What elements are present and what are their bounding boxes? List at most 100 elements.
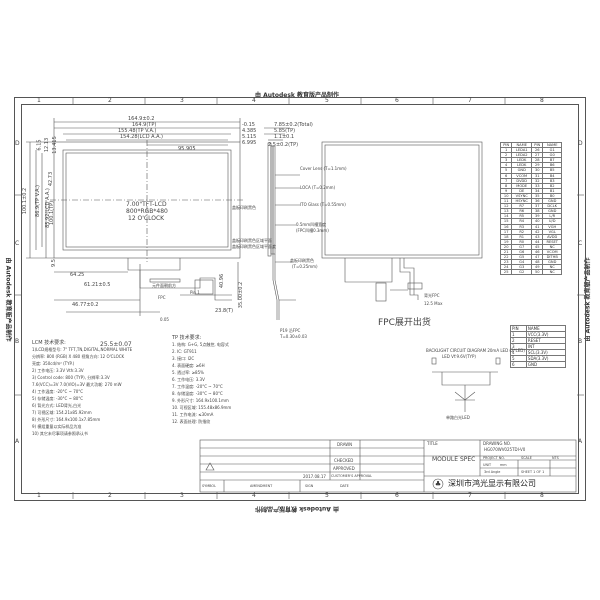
dim-fpc-bottom-c: 0.05 xyxy=(160,317,169,322)
dim-fpc-width: 35.00±0.2 xyxy=(238,281,245,309)
table-cell: B6 xyxy=(542,162,562,169)
drawing-no-label: DRAWING NO. xyxy=(483,441,511,446)
table-cell: G0 xyxy=(542,152,562,159)
spec-line: 1)LCD规格型号: 7" TFT,TN,DIGITAL,NORMAL WHIT… xyxy=(32,347,133,352)
table-cell: 10 xyxy=(499,192,513,200)
lcm-spec-notes: LCM 技术要求: 1)LCD规格型号: 7" TFT,TN,DIGITAL,N… xyxy=(32,340,172,437)
table-header: PIN xyxy=(531,141,544,149)
title-value: MODULE SPEC xyxy=(432,456,476,463)
table-cell: 47 xyxy=(531,254,544,261)
table-cell: 37 xyxy=(531,203,544,210)
table-cell: 8 xyxy=(499,182,513,189)
col-label: 5 xyxy=(325,492,329,499)
col-label: 3 xyxy=(180,492,184,499)
dim-fpc-offset: 9.5 xyxy=(50,259,57,267)
table-cell: 36 xyxy=(531,198,544,205)
table-cell: B4 xyxy=(542,172,562,179)
title-label: TITLE xyxy=(427,441,438,446)
table-cell: 50 xyxy=(531,269,544,276)
table-cell: 18 xyxy=(499,233,513,240)
spec-line: 7) 可视区域: 154.21x85.92mm xyxy=(32,410,92,415)
dim-overall-width: 164.9±0.2 xyxy=(128,116,155,122)
spec-line: 1. 结构: G+G, 5点触控, 电容式 xyxy=(172,342,229,347)
table-cell: GND xyxy=(542,259,562,266)
spec-line: 分辨率: 800 (RGB) X 480 视角方向: 12 O'CLOCK xyxy=(32,354,125,359)
spec-line: 7. 工作温度: -20°C ~ 70°C xyxy=(172,384,223,389)
table-cell: G2 xyxy=(511,269,533,276)
dim-fpc-center: 64.25 xyxy=(70,272,85,278)
table-cell: 46 xyxy=(531,248,544,256)
date-value: 2017.08.17 xyxy=(303,474,326,479)
table-cell: 9 xyxy=(499,187,513,194)
dim-tp-height: 100.1(TP) xyxy=(49,200,56,226)
note-groove-width: 0.5mm凹槽宽度 xyxy=(296,222,327,227)
drawing-no-value: HG070WV025TDI-V0 xyxy=(484,447,526,452)
table-cell: 27 xyxy=(531,152,544,159)
note-p19-fpc: P19 沿FPC xyxy=(280,328,301,333)
table-cell: 2 xyxy=(499,152,513,159)
table-cell: 13 xyxy=(499,208,513,215)
table-cell: 15 xyxy=(499,218,513,225)
row-label: C xyxy=(578,240,583,247)
table-cell: 32 xyxy=(531,177,544,184)
dim-tp-gap: 2.5±0.2(TP) xyxy=(268,142,299,148)
row-label: A xyxy=(578,438,583,445)
checked-label: CHECKED xyxy=(334,458,354,463)
table-header: NAME xyxy=(542,141,562,149)
project-no-label: PROJECT NO. xyxy=(483,456,505,460)
table-cell: DCLK xyxy=(542,203,562,210)
table-cell: 11 xyxy=(499,198,513,205)
table-cell: 35 xyxy=(531,192,544,200)
spec-line: 2) 工作电压: 3.3V Vth:3.3V xyxy=(32,368,84,373)
table-cell: DITHB xyxy=(542,254,562,261)
table-cell: 43 xyxy=(531,233,544,240)
unit-value: mm xyxy=(500,463,507,467)
table-cell: 42 xyxy=(531,228,544,235)
dim-fpc-bottom-b: 25.5±0.07 xyxy=(100,341,132,348)
table-cell: VCOM xyxy=(542,248,562,256)
table-cell: 6 xyxy=(510,361,527,368)
row-label: D xyxy=(578,140,583,147)
spec-line: 8) 外形尺寸: 164.9x100.1x7.85mm xyxy=(32,417,101,422)
table-cell: B7 xyxy=(542,157,562,164)
table-cell: 21 xyxy=(499,248,513,256)
dim-left-b: 12.13 xyxy=(44,137,51,153)
lcd-view-direction-label: 12 O'CLOCK xyxy=(128,215,165,222)
table-cell: 41 xyxy=(531,223,544,230)
table-cell: 30 xyxy=(531,167,544,174)
table-cell: 3 xyxy=(499,157,513,164)
lcd-resolution-label: 800*RGB*480 xyxy=(126,208,168,215)
col-label: 3 xyxy=(180,97,184,104)
note-black-area-flatness: 盖板印刷黑色区域平面度 xyxy=(232,244,276,249)
backlight-caption: BACKLIGHT CIRCUIT DIAGRAM 20mA LED (2*LE… xyxy=(426,348,525,353)
dim-glass-thickness: 1.1±0.1 xyxy=(274,134,295,140)
table-cell: 14 xyxy=(499,213,513,220)
note-fpc-thickness: T=0.30±0.03 xyxy=(280,334,307,339)
dim-fpc-tail: 23.8(T) xyxy=(215,308,234,314)
col-label: 2 xyxy=(108,97,112,104)
row-label: A xyxy=(15,438,20,445)
table-cell: 49 xyxy=(531,264,544,271)
table-cell: 5 xyxy=(499,167,513,174)
spec-line: 5) 存储温度: -30°C ~ 80°C xyxy=(32,396,84,401)
dim-tp-va-height: 86.9(TP V.A.) xyxy=(34,185,41,217)
note-side-black-print: 盖板印刷黑色 xyxy=(290,258,314,263)
dim-total-thickness: 7.85±0.2(Total) xyxy=(274,122,313,128)
dim-fpc-from-left: 46.77±0.2 xyxy=(72,302,99,308)
table-cell: 39 xyxy=(531,213,544,220)
note-component-face: 元件面朝前方 xyxy=(152,283,176,288)
col-label: 6 xyxy=(395,492,399,499)
backlight-vf: LED Vf:9.6V(TYP) xyxy=(442,354,476,359)
company-name: 深圳市鸿光显示有限公司 xyxy=(448,479,536,488)
